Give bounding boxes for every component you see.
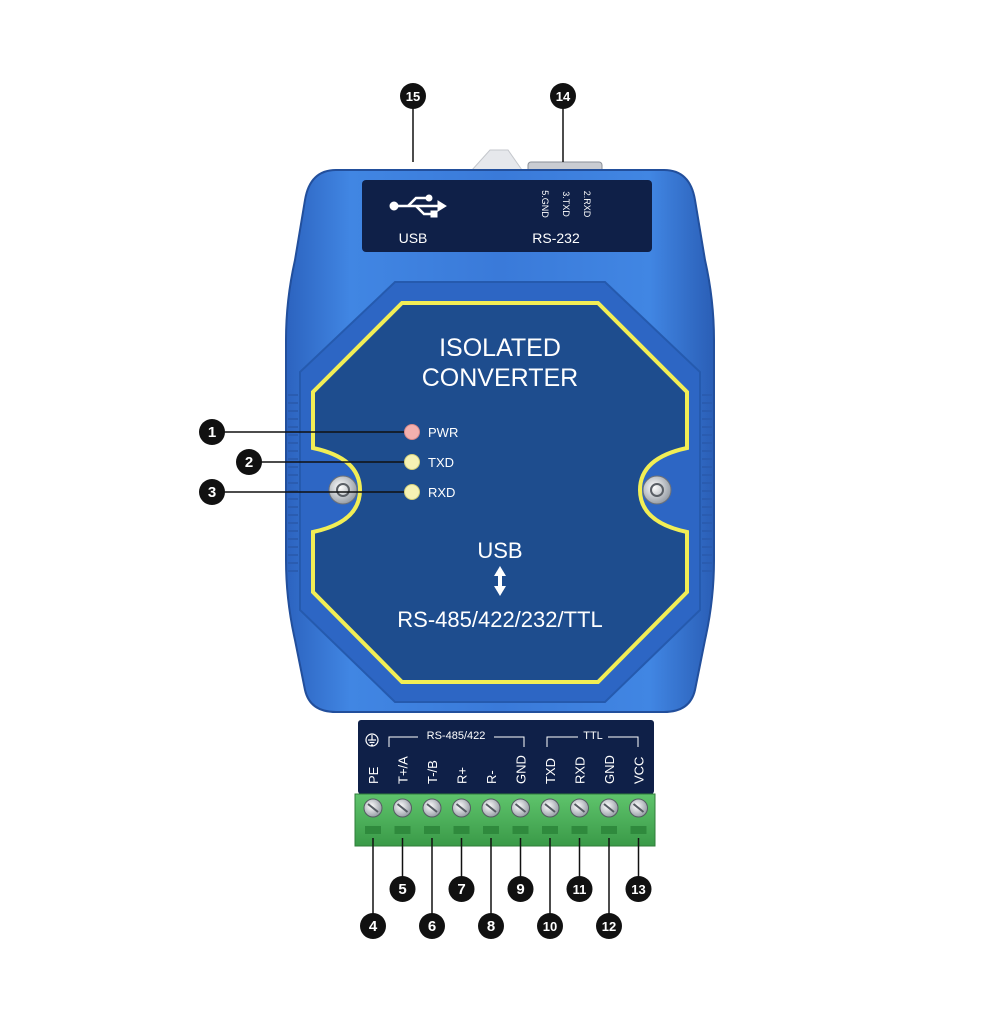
terminal-screw-4 xyxy=(452,798,471,834)
callout-8-number: 8 xyxy=(487,918,495,935)
callout-3: 3 xyxy=(199,479,225,505)
callout-8: 8 xyxy=(478,913,504,939)
callout-11-number: 11 xyxy=(573,882,587,897)
side-ribs-right xyxy=(702,394,712,572)
callout-6: 6 xyxy=(419,913,445,939)
device-title-line1: ISOLATED xyxy=(439,334,561,362)
conversion-to: RS-485/422/232/TTL xyxy=(397,607,602,632)
callout-14: 14 xyxy=(550,83,576,109)
led-txd-light xyxy=(404,454,420,470)
callout-2: 2 xyxy=(236,449,262,475)
callout-2-number: 2 xyxy=(245,454,253,471)
callout-10: 10 xyxy=(537,913,563,939)
terminal-block xyxy=(354,793,656,847)
callout-12: 12 xyxy=(596,913,622,939)
callout-9: 9 xyxy=(507,876,534,902)
callout-7-number: 7 xyxy=(457,881,465,898)
terminal-label-2: T+/A xyxy=(396,756,411,784)
callout-15-number: 15 xyxy=(406,89,420,104)
callout-4: 4 xyxy=(360,913,386,939)
terminal-label-3: T-/B xyxy=(425,760,440,784)
terminal-screw-7 xyxy=(540,798,560,834)
callout-1-number: 1 xyxy=(208,424,216,441)
ground-symbol-icon xyxy=(365,733,379,747)
usb-icon xyxy=(389,194,447,218)
callout-13-number: 13 xyxy=(631,882,645,897)
usb-port-label: USB xyxy=(399,230,428,246)
terminal-label-9: GND xyxy=(602,755,617,784)
callout-14-number: 14 xyxy=(556,89,571,104)
terminal-label-5: R- xyxy=(484,770,499,784)
led-txd-label: TXD xyxy=(428,455,454,470)
rs232-pin-gnd: 5.GND xyxy=(540,190,550,218)
led-pwr-light xyxy=(404,424,420,440)
bottom-label-band: RS-485/422 TTL PE T+/A T-/B R+ R- GND TXD RXD GN… xyxy=(358,720,654,794)
callout-10-number: 10 xyxy=(543,919,557,934)
callout-3-number: 3 xyxy=(208,484,216,501)
led-pwr: PWR xyxy=(404,424,458,440)
terminal-label-7: TXD xyxy=(543,758,558,784)
conversion-from: USB xyxy=(477,538,522,563)
callout-11: 11 xyxy=(566,876,593,902)
terminal-screw-5 xyxy=(481,798,501,834)
callout-6-number: 6 xyxy=(428,918,436,935)
terminal-label-8: RXD xyxy=(573,757,588,784)
terminal-screw-10 xyxy=(629,798,648,834)
callout-13: 13 xyxy=(625,876,652,902)
device-title-line2: CONVERTER xyxy=(422,364,579,392)
terminal-screw-2 xyxy=(393,798,412,834)
callout-7: 7 xyxy=(448,876,475,902)
led-rxd: RXD xyxy=(404,484,455,500)
terminal-screw-9 xyxy=(599,798,619,834)
callout-15: 15 xyxy=(400,83,426,109)
side-ribs-left xyxy=(288,394,298,572)
bidirectional-arrow-icon xyxy=(494,566,506,596)
terminal-label-6: GND xyxy=(514,755,529,784)
mounting-screw-right xyxy=(642,475,672,505)
ttl-group-label: TTL xyxy=(583,730,603,742)
rs232-pin-txd: 3.TXD xyxy=(561,191,571,217)
led-txd: TXD xyxy=(404,454,454,470)
led-pwr-label: PWR xyxy=(428,425,458,440)
callout-5: 5 xyxy=(389,876,416,902)
led-rxd-light xyxy=(404,484,420,500)
callout-12-number: 12 xyxy=(602,919,616,934)
front-panel xyxy=(311,301,689,684)
terminal-label-10: VCC xyxy=(632,757,647,784)
led-rxd-label: RXD xyxy=(428,485,455,500)
rs232-port-label: RS-232 xyxy=(532,230,580,246)
terminal-screw-8 xyxy=(570,798,589,834)
top-label-band: USB 2.RXD 3.TXD 5.GND RS-232 xyxy=(362,180,652,252)
mounting-screw-left xyxy=(328,475,358,505)
callout-9-number: 9 xyxy=(516,881,524,898)
callout-5-number: 5 xyxy=(398,881,406,898)
rs485-422-group-label: RS-485/422 xyxy=(427,730,486,742)
terminal-screw-3 xyxy=(422,798,442,834)
terminal-screw-6 xyxy=(511,798,530,834)
rs232-pin-rxd: 2.RXD xyxy=(582,191,592,218)
terminal-label-4: R+ xyxy=(455,767,470,784)
callout-1: 1 xyxy=(199,419,225,445)
terminal-screw-1 xyxy=(363,798,383,834)
callout-4-number: 4 xyxy=(369,918,378,935)
terminal-label-1: PE xyxy=(366,766,381,784)
